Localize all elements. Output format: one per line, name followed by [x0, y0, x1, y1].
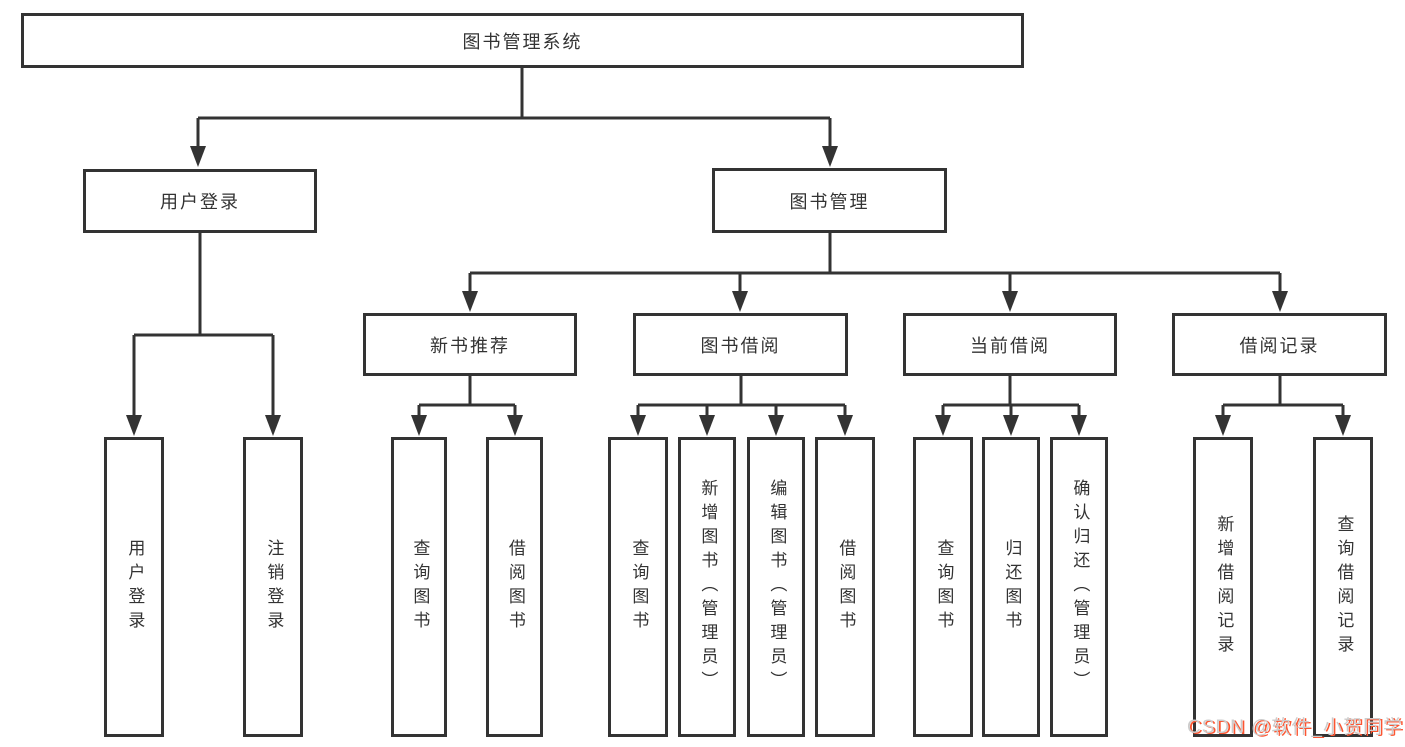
- node-book-management: 图书管理: [712, 168, 947, 233]
- leaf-query-books-current: 查询图书: [913, 437, 973, 737]
- node-new-book-recommend: 新书推荐: [363, 313, 577, 376]
- node-label: 图书管理: [789, 191, 870, 212]
- node-label: 用户登录: [125, 539, 145, 635]
- node-label: 新书推荐: [430, 335, 510, 356]
- node-label: 确认归还（管理员）: [1070, 479, 1090, 695]
- node-label: 借阅图书: [505, 539, 525, 635]
- leaf-return-books: 归还图书: [982, 437, 1040, 737]
- leaf-confirm-return-admin: 确认归还（管理员）: [1050, 437, 1108, 737]
- leaf-query-borrow-record: 查询借阅记录: [1313, 437, 1373, 737]
- leaf-add-borrow-record: 新增借阅记录: [1193, 437, 1253, 737]
- leaf-query-books-borrowing: 查询图书: [608, 437, 668, 737]
- leaf-add-books-admin: 新增图书（管理员）: [678, 437, 736, 737]
- node-label: 查询借阅记录: [1334, 515, 1354, 659]
- leaf-user-login: 用户登录: [104, 437, 164, 737]
- leaf-borrow-books: 借阅图书: [815, 437, 875, 737]
- leaf-logout: 注销登录: [243, 437, 303, 737]
- node-label: 借阅图书: [836, 539, 856, 635]
- node-book-borrowing: 图书借阅: [633, 313, 848, 376]
- node-label: 借阅记录: [1239, 335, 1320, 356]
- leaf-edit-books-admin: 编辑图书（管理员）: [747, 437, 805, 737]
- node-label: 图书借阅: [700, 335, 781, 356]
- node-label: 新增借阅记录: [1214, 515, 1234, 659]
- node-label: 当前借阅: [970, 335, 1050, 356]
- leaf-query-books-recommend: 查询图书: [391, 437, 447, 737]
- node-label: 注销登录: [264, 539, 284, 635]
- node-label: 查询图书: [629, 539, 649, 635]
- node-label: 查询图书: [410, 539, 430, 635]
- node-label: 新增图书（管理员）: [698, 479, 718, 695]
- csdn-watermark: CSDN @软件_小贺同学: [1187, 717, 1403, 738]
- node-label: 归还图书: [1002, 539, 1022, 635]
- node-label: 用户登录: [160, 192, 240, 212]
- node-label: 图书管理系统: [462, 31, 583, 52]
- node-borrowing-records: 借阅记录: [1172, 313, 1387, 376]
- node-label: 编辑图书（管理员）: [767, 479, 787, 695]
- node-library-management-system: 图书管理系统: [21, 13, 1024, 68]
- leaf-borrow-books-recommend: 借阅图书: [486, 437, 543, 737]
- node-current-borrowing: 当前借阅: [903, 313, 1117, 376]
- node-user-login: 用户登录: [83, 169, 317, 233]
- node-label: 查询图书: [934, 539, 954, 635]
